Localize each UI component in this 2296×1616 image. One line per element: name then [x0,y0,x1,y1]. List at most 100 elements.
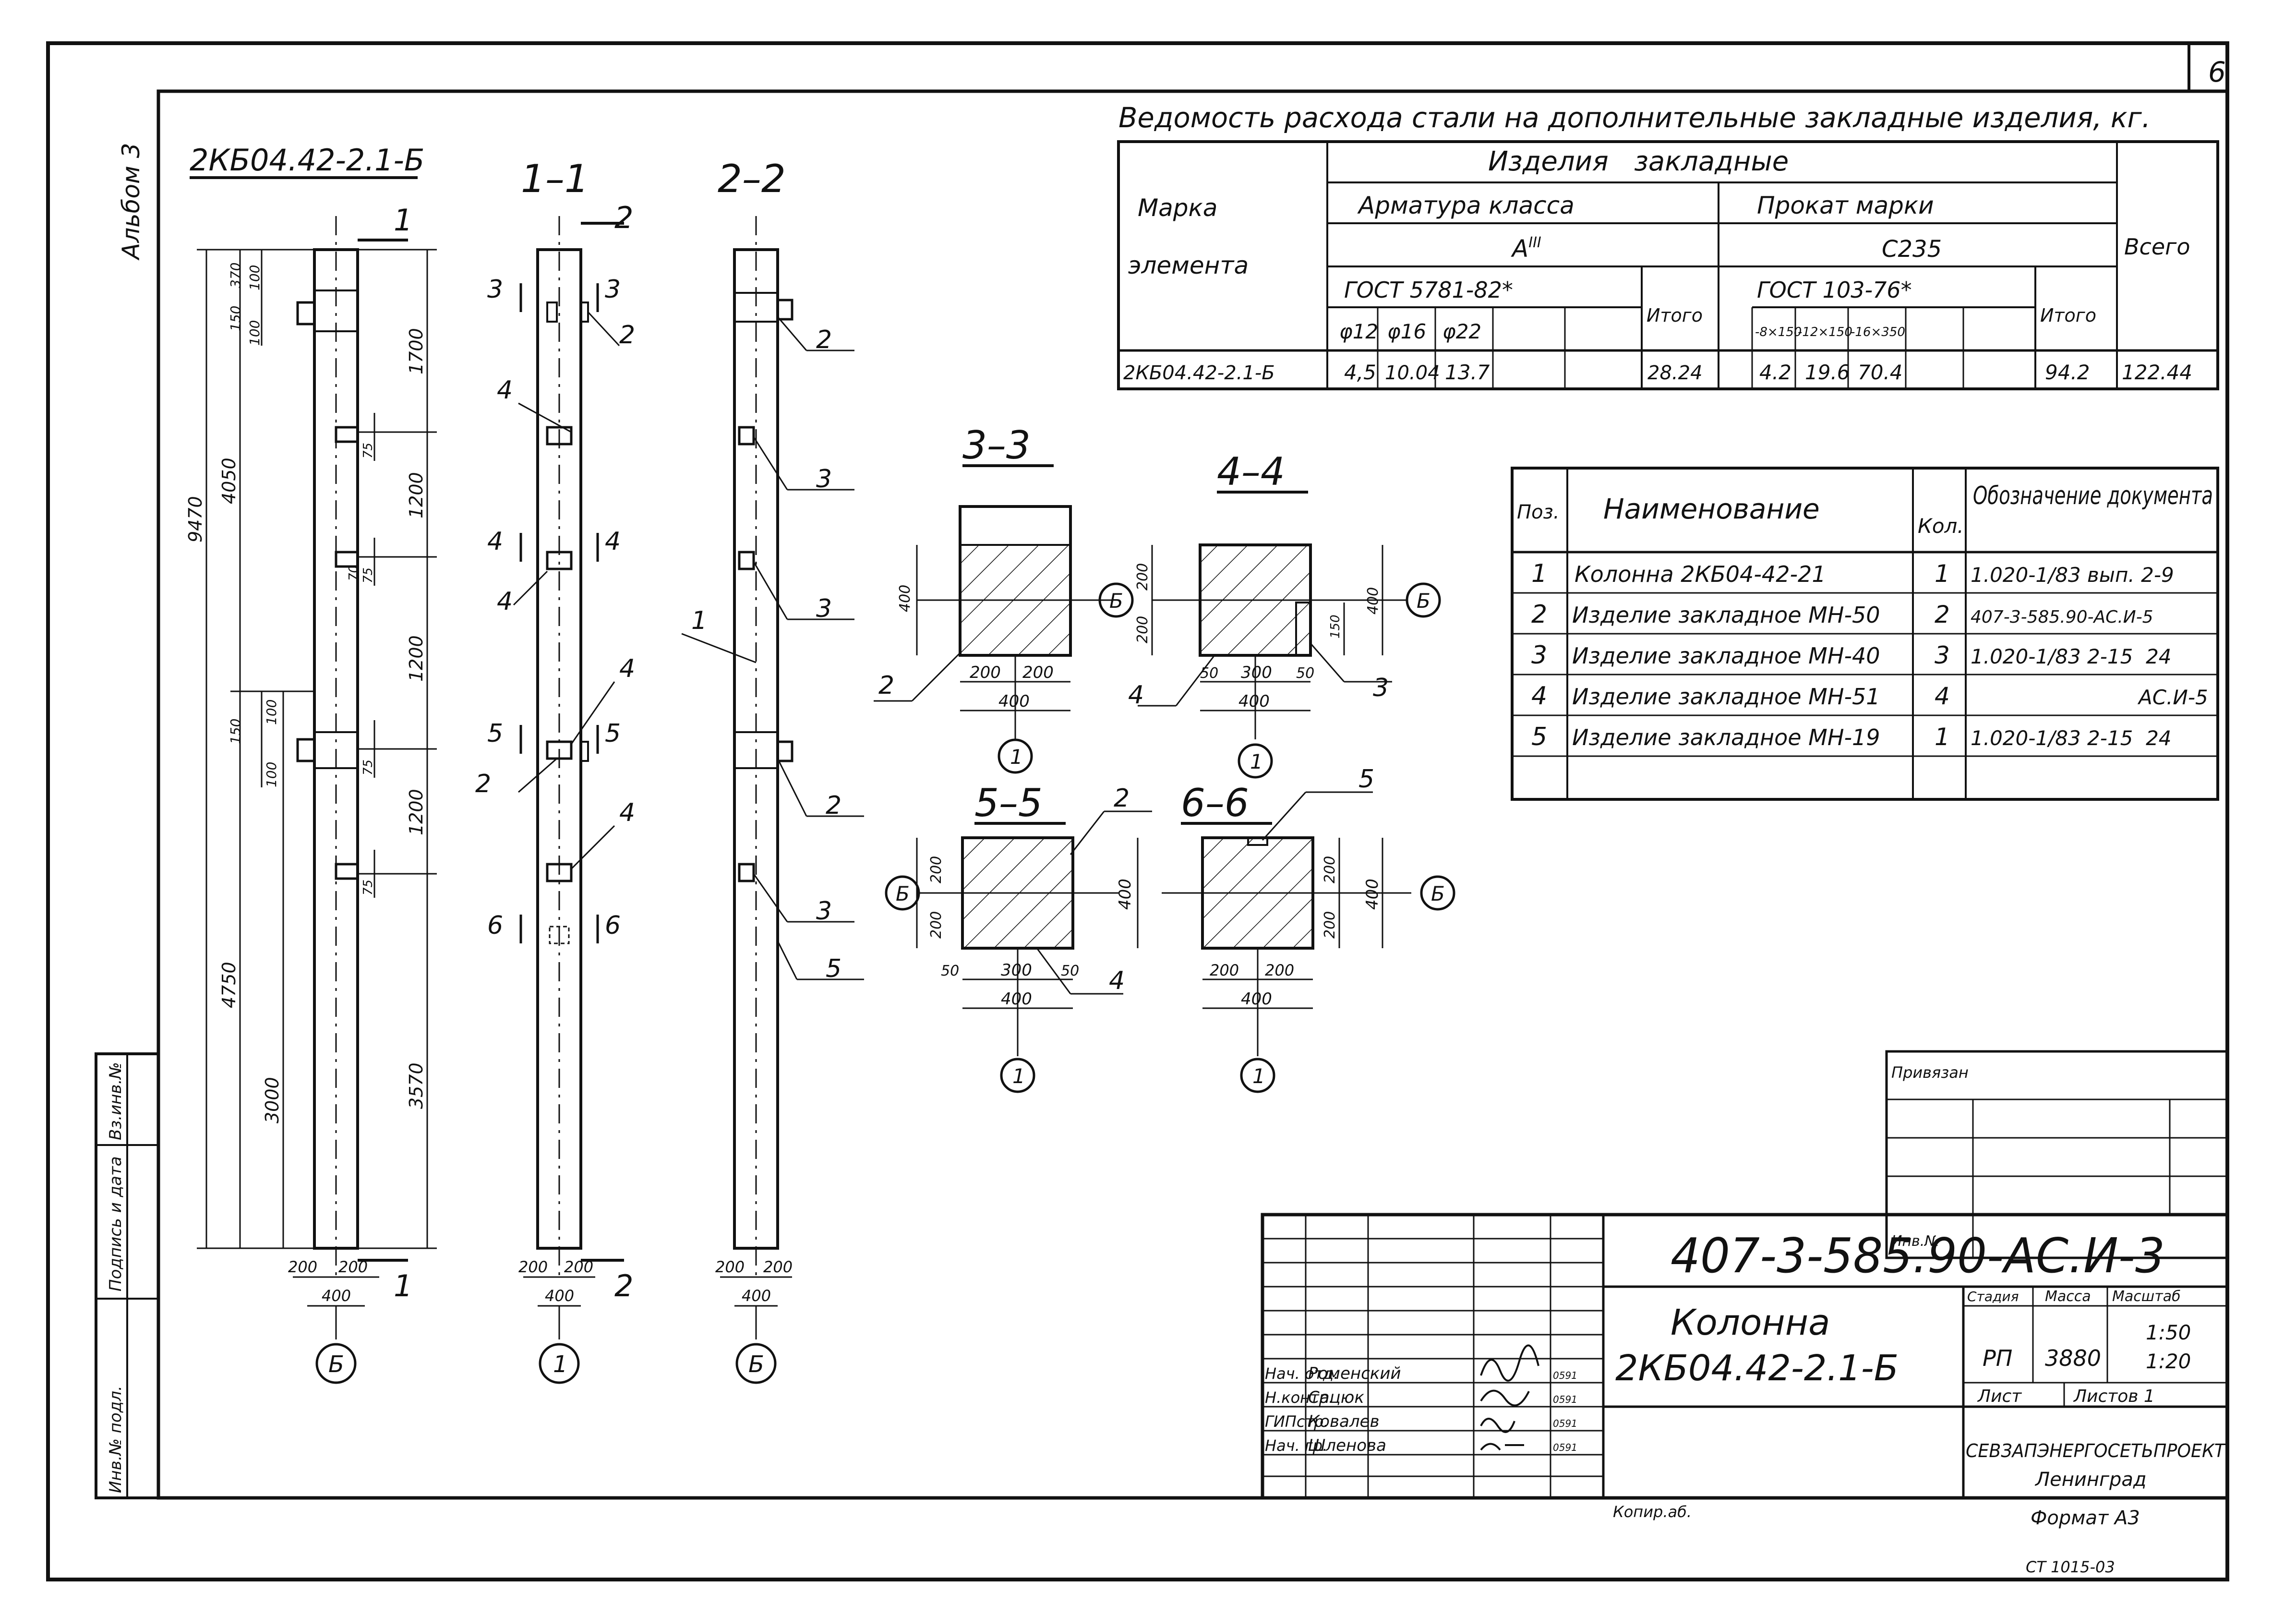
s33-dim-400h: 400 [998,692,1030,711]
stage-value: РП [1983,1345,2012,1371]
title-block [1261,1213,2229,1500]
cut-1-bottom: 1 [394,1268,412,1303]
s33-axis-b: Б [1109,589,1123,613]
steel-row-rebar-total: 28.24 [1647,362,1703,384]
s22-dim-400: 400 [742,1287,771,1305]
steel-rebar-header: Арматура класса [1357,192,1575,219]
steel-row-rolled-2: 19.6 [1805,361,1850,384]
privyazan-label: Привязан [1891,1063,1969,1082]
s44-pos-4: 4 [1128,681,1144,710]
s11-axis-1: 1 [553,1351,568,1378]
s11-callout-4a: 4 [497,376,513,405]
dim-bottom-400: 400 [322,1287,351,1305]
s11-mark-5l: 5 [487,719,503,748]
column-section-2-2 [681,216,864,1339]
spec-row-2-pos: 2 [1531,600,1547,629]
s33-dim-200b: 200 [1022,663,1054,682]
spec-header-qty: Кол. [1918,514,1964,538]
privyazan-inv: Инв.№ [1891,1233,1939,1250]
s44-dim-400h: 400 [1238,692,1270,711]
spec-row-3-name: Изделие закладное МН-40 [1572,643,1880,669]
sig-4-role: Нач. гр. [1265,1436,1327,1455]
s22-axis-b: Б [748,1351,764,1378]
sig-2-date: 0591 [1553,1394,1577,1405]
section-2-2-title: 2–2 [718,157,786,201]
album-label: Альбом 3 [117,143,145,261]
s66-dim-400v: 400 [1363,879,1382,910]
s55-dim-50b: 50 [1061,963,1079,979]
object-name-1: Колонна [1671,1302,1830,1343]
s55-dim-300: 300 [1001,961,1032,980]
s11-callout-2b: 2 [475,770,491,798]
s44-dim-50b: 50 [1296,665,1314,682]
spec-header-doc: Обозначение документа [1973,482,2213,510]
s66-dim-400h: 400 [1241,989,1272,1009]
sheet-format: Формат А3 [2031,1507,2140,1529]
dim-9470: 9470 [185,496,206,543]
object-name-2: 2КБ04.42-2.1-Б [1615,1348,1899,1389]
privyazan-block [1885,1050,2229,1259]
s44-axis-b: Б [1417,589,1430,613]
s22-callout-3a: 3 [816,465,832,494]
steel-rebar-gost: ГОСТ 5781-82* [1344,277,1513,303]
dim-3570: 3570 [406,1062,427,1109]
steel-row-rolled-total: 94.2 [2045,361,2090,384]
s55-pos-2: 2 [1114,784,1130,813]
steel-rebar-class-sup: III [1528,234,1541,251]
s44-dim-50a: 50 [1200,665,1218,682]
s22-callout-5: 5 [826,954,841,983]
sig-1-name: Роменский [1308,1364,1401,1383]
sig-3-role: ГИПстр. [1265,1412,1329,1431]
scale-value-2: 1:20 [2146,1350,2191,1373]
spec-row-2-doc: 407-3-585.90-АС.И-5 [1971,607,2153,627]
dim-1200a: 1200 [406,472,427,519]
spec-row-1-pos: 1 [1531,559,1547,588]
steel-rolled-total-label: Итого [2040,305,2096,326]
s55-dim-400h: 400 [1001,989,1032,1009]
s33-dim-200a: 200 [970,663,1001,682]
main-view-title: 2КБ04.42-2.1-Б [190,143,424,178]
s11-callout-4c: 4 [619,654,635,683]
stage-label: Стадия [1967,1289,2019,1304]
s66-dim-200d: 200 [1265,961,1294,979]
spec-row-2-qty: 2 [1935,601,1950,628]
s11-dim-200a: 200 [518,1258,548,1276]
handwritten-signatures [1480,1344,1539,1451]
sig-2-role: Н.контр. [1265,1388,1334,1407]
steel-rolled-col-3: -16×350 [1851,325,1905,339]
spec-header-pos: Поз. [1517,501,1560,523]
s44-dim-200a: 200 [1134,563,1151,591]
sig-4-date: 0591 [1553,1442,1577,1453]
spec-row-4-doc: АС.И-5 [2137,686,2208,709]
s22-callout-3b: 3 [816,594,832,623]
s11-callout-4b: 4 [497,587,513,616]
organization: СЕВЗАПЭНЕРГОСЕТЬПРОЕКТ [1966,1440,2226,1461]
s44-dim-400v: 400 [1365,587,1382,615]
s66-axis-1: 1 [1252,1064,1265,1088]
cut-2-top: 2 [614,200,633,235]
s22-callout-3c: 3 [816,897,832,926]
steel-row-grand-total: 122.44 [2122,361,2192,384]
s55-pos-4: 4 [1109,966,1125,995]
s55-dim-200a: 200 [928,856,945,883]
s44-dim-200b: 200 [1134,616,1151,643]
mass-label: Масса [2045,1288,2091,1305]
dim-100a: 100 [247,265,263,290]
s11-mark-5r: 5 [605,719,621,748]
side-stamp-vz: Вз.инв.№ [106,1062,125,1140]
dim-370: 370 [228,263,243,288]
section-1-1-title: 1–1 [521,157,589,201]
steel-row-rebar-2: 10.04 [1385,362,1440,384]
cut-1-top: 1 [394,203,412,238]
scale-label: Масштаб [2112,1288,2181,1305]
spec-row-4-pos: 4 [1531,682,1547,711]
dim-bottom-200a: 200 [288,1258,317,1276]
spec-row-4-qty: 4 [1935,682,1950,710]
section-4-4: 4–4 200 200 400 150 50 300 50 400 Б 1 4 … [1128,449,1441,779]
column-elevation-main [197,216,437,1339]
steel-rebar-col-1: φ12 [1339,320,1378,343]
section-3-3-title: 3–3 [962,423,1031,468]
spec-row-1-name: Колонна 2КБ04-42-21 [1575,561,1826,587]
s66-dim-200b: 200 [1322,911,1338,939]
